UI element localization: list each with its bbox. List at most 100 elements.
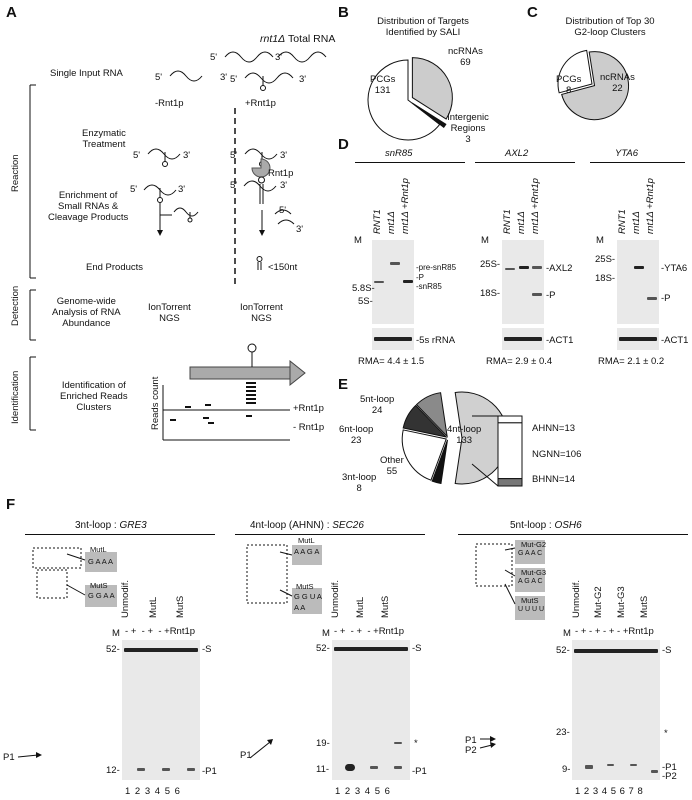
f2-star: * — [414, 738, 418, 749]
axl2-marker-25s: 25S- — [480, 259, 501, 270]
yta6-loading-label: -ACT1 — [661, 335, 689, 346]
five-prime-4: 5' — [133, 150, 141, 161]
f3-rule — [458, 534, 688, 535]
blot-axl2-rule — [475, 162, 575, 163]
e-ahnn-label: AHNN=13 — [532, 423, 576, 434]
snr85-5s-band — [374, 337, 412, 341]
f3-title: 5nt-loop : OSH6 — [510, 520, 582, 531]
snr85-pre-label: -pre-snR85 — [416, 263, 457, 272]
f1-arrow-p1: P1 — [3, 752, 15, 763]
f1-muts-seq: G G A A — [88, 591, 115, 600]
blot-yta6-gel — [617, 240, 659, 324]
panel-a-letter: A — [6, 4, 17, 21]
f1-muts-name: MutS — [90, 581, 108, 590]
f2-stemloop — [246, 544, 322, 759]
panel-b-letter: B — [338, 4, 349, 21]
three-prime-2: 3' — [220, 72, 228, 83]
f2-marker-11: 11- — [316, 764, 330, 775]
three-prime-7: 3' — [280, 180, 288, 191]
pie-slice-3nt-loop — [431, 439, 448, 485]
f3-marker-9: 9- — [562, 764, 571, 775]
f1-mut-2: MutS — [175, 595, 186, 618]
rnt1p-enzyme-label: Rnt1p — [268, 168, 294, 179]
f2-mut-0: Unmodif. — [330, 579, 341, 618]
f3-arrow-p1: P1 — [465, 735, 477, 746]
blot-yta6-lane-1: RNT1 — [617, 209, 628, 234]
f2-p1-band-6 — [394, 766, 402, 769]
f3-p1-label: -P1 — [662, 762, 677, 773]
f2-p1-label: -P1 — [412, 766, 427, 777]
f3-marker-52: 52- — [556, 645, 570, 656]
f2-mut-1: MutL — [355, 596, 366, 618]
row-single-input: Single Input RNA — [50, 68, 123, 79]
f2-arrow-p1: P1 — [240, 750, 252, 761]
blot-yta6-lane-2: rnt1Δ — [631, 211, 642, 234]
f1-p1-band-6 — [187, 768, 195, 771]
f1-mut-1: MutL — [148, 596, 159, 618]
f1-mutl-name: MutL — [90, 545, 107, 554]
axl2-rma: RMA= 2.9 ± 0.4 — [486, 356, 553, 367]
f3-mutg2-name: Mut-G2 — [521, 540, 547, 549]
blot-yta6-gene: YTA6 — [615, 148, 639, 159]
pie-slice-5nt-loop — [415, 392, 448, 438]
five-prime-5: 5' — [230, 150, 238, 161]
f2-rule — [235, 534, 425, 535]
five-prime-6: 5' — [130, 184, 138, 195]
f3-p2-band-8 — [651, 770, 658, 773]
f3-pm: - + - + - + - +Rnt1p — [575, 626, 654, 637]
f2-muts-name: MutS — [296, 582, 314, 591]
three-prime-6: 3' — [178, 184, 186, 195]
blot-axl2-lane-3: rnt1Δ +Rnt1p — [530, 178, 541, 234]
snr85-rma: RMA= 4.4 ± 1.5 — [358, 356, 425, 367]
pie-slice-pcgs — [367, 59, 441, 141]
size-label: <150nt — [268, 262, 298, 273]
f2-muts-seq: G G U A A A — [294, 592, 322, 612]
axl2-p-label: -P — [546, 290, 556, 301]
pie-slice-intergenic — [411, 102, 447, 129]
f2-s-label: -S — [412, 643, 422, 654]
breakdown-bar-1 — [497, 422, 523, 480]
blot-axl2-m: M — [481, 235, 489, 246]
pie-slice-ncrnas — [411, 57, 453, 120]
panel-c-letter: C — [527, 4, 538, 21]
axl2-p-band — [532, 293, 542, 296]
f3-mut-1: Mut-G2 — [593, 586, 604, 618]
blot-snr85-lane-1: RNT1 — [372, 209, 383, 234]
yta6-label: -YTA6 — [661, 263, 688, 274]
snr85-loading-label: -5s rRNA — [416, 335, 456, 346]
f1-marker-12: 12- — [106, 765, 120, 776]
plus-rnt1p-label: +Rnt1p — [245, 98, 276, 109]
f3-arrow-p2: P2 — [465, 745, 477, 756]
panel-e-letter: E — [338, 376, 349, 393]
blot-axl2-gel — [502, 240, 544, 324]
f3-s-band — [574, 649, 658, 653]
panel-d-letter: D — [338, 136, 349, 153]
snr85-marker-5s: 5S- — [358, 296, 373, 307]
f1-marker-52: 52- — [106, 644, 120, 655]
f1-mut-0: Unmodif. — [120, 579, 131, 618]
f3-mut-0: Unmodif. — [571, 579, 582, 618]
f1-p1-label: -P1 — [202, 766, 217, 777]
f2-gel — [332, 640, 410, 780]
axl2-band-1 — [505, 268, 515, 270]
f3-mutg2-seq: G A A C — [518, 550, 543, 557]
five-prime-7: 5' — [230, 180, 238, 191]
f3-mutg3-name: Mut-G3 — [521, 568, 547, 577]
f3-p1-band-6 — [630, 764, 637, 766]
f3-mut-2: Mut-G3 — [616, 586, 627, 618]
snr85-p-label: -P — [416, 273, 424, 282]
e-bhnn-label: BHNN=14 — [532, 474, 576, 485]
f1-s-band — [124, 648, 198, 652]
blot-yta6-rule — [590, 162, 685, 163]
f3-star: * — [664, 728, 668, 739]
f2-s-band — [334, 647, 408, 651]
track-plus-label: +Rnt1p — [293, 403, 324, 414]
f3-m: M — [563, 628, 571, 639]
